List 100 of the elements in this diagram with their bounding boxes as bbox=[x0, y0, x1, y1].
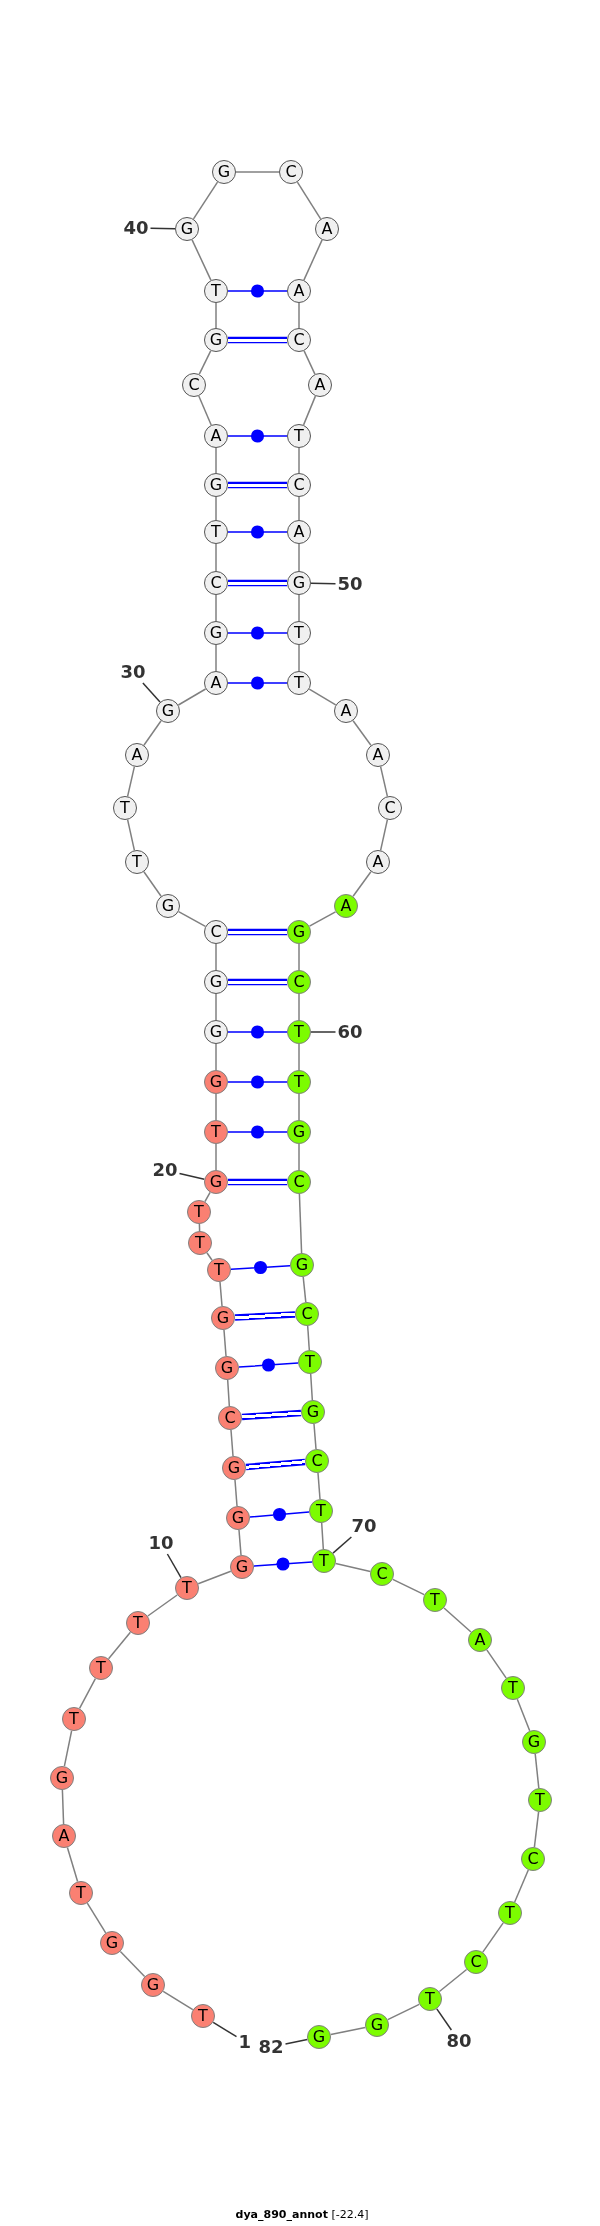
backbone-line bbox=[513, 1869, 530, 1903]
nucleotide-circle: T bbox=[175, 1576, 199, 1600]
position-number: 20 bbox=[152, 1161, 178, 1179]
backbone-line bbox=[482, 1922, 504, 1953]
backbone-line bbox=[215, 496, 217, 521]
nucleotide-circle: T bbox=[62, 1707, 86, 1731]
nucleotide-circle: A bbox=[204, 671, 228, 695]
nucleotide-circle: C bbox=[521, 1847, 545, 1871]
backbone-line bbox=[298, 943, 300, 971]
nucleotide-circle: T bbox=[126, 1611, 150, 1635]
nucleotide-circle: C bbox=[279, 160, 303, 184]
nucleotide-circle: C bbox=[218, 1406, 242, 1430]
backbone-line bbox=[147, 1594, 178, 1617]
nucleotide-circle: C bbox=[204, 920, 228, 944]
nucleotide-circle: C bbox=[464, 1950, 488, 1974]
nucleotide-circle: T bbox=[423, 1588, 447, 1612]
leader-line bbox=[284, 2038, 309, 2045]
position-number: 80 bbox=[446, 2032, 472, 2050]
backbone-line bbox=[219, 1281, 223, 1307]
leader-line bbox=[332, 1536, 353, 1554]
nucleotide-circle: G bbox=[204, 473, 228, 497]
nucleotide-circle: A bbox=[287, 520, 311, 544]
backbone-line bbox=[234, 1479, 238, 1507]
nucleotide-circle: T bbox=[113, 796, 137, 820]
nucleotide-circle: T bbox=[207, 1258, 231, 1282]
nucleotide-circle: G bbox=[204, 1020, 228, 1044]
nucleotide-circle: G bbox=[204, 1170, 228, 1194]
backbone-line bbox=[126, 818, 136, 852]
base-pair-line bbox=[228, 978, 287, 986]
nucleotide-circle: G bbox=[287, 920, 311, 944]
backbone-line bbox=[107, 1631, 132, 1660]
base-pair-line bbox=[227, 1075, 288, 1089]
backbone-line bbox=[443, 1607, 472, 1633]
leader-line bbox=[212, 2021, 238, 2038]
nucleotide-circle: T bbox=[204, 279, 228, 303]
backbone-line bbox=[162, 1990, 194, 2011]
backbone-line bbox=[119, 1950, 146, 1978]
leader-line bbox=[166, 1553, 182, 1579]
base-pair-line bbox=[249, 1507, 310, 1522]
backbone-line bbox=[215, 594, 217, 622]
backbone-line bbox=[379, 765, 389, 798]
base-pair-line bbox=[241, 1409, 302, 1421]
backbone-line bbox=[235, 171, 280, 173]
backbone-line bbox=[198, 350, 212, 375]
backbone-line bbox=[215, 302, 217, 329]
nucleotide-circle: T bbox=[312, 1549, 336, 1573]
nucleotide-circle: T bbox=[528, 1788, 552, 1812]
nucleotide-circle: G bbox=[365, 2013, 389, 2037]
nucleotide-circle: G bbox=[287, 1120, 311, 1144]
backbone-line bbox=[78, 1677, 97, 1710]
nucleotide-circle: G bbox=[212, 160, 236, 184]
backbone-line bbox=[296, 181, 322, 220]
backbone-line bbox=[298, 302, 300, 329]
backbone-line bbox=[215, 447, 217, 474]
backbone-line bbox=[334, 1562, 372, 1573]
nucleotide-circle: G bbox=[175, 217, 199, 241]
nucleotide-circle: G bbox=[290, 1253, 314, 1277]
nucleotide-circle: C bbox=[305, 1449, 329, 1473]
position-number: 60 bbox=[337, 1023, 363, 1041]
base-pair-line bbox=[238, 1358, 299, 1372]
leader-line bbox=[178, 1172, 206, 1181]
nucleotide-circle: T bbox=[69, 1881, 93, 1905]
backbone-line bbox=[215, 644, 217, 672]
nucleotide-circle: A bbox=[125, 743, 149, 767]
backbone-line bbox=[206, 1252, 213, 1261]
backbone-line bbox=[352, 870, 372, 898]
backbone-line bbox=[306, 1325, 311, 1351]
backbone-line bbox=[534, 1753, 540, 1789]
nucleotide-circle: T bbox=[501, 1676, 525, 1700]
backbone-line bbox=[230, 1429, 234, 1457]
backbone-line bbox=[298, 1043, 300, 1071]
nucleotide-circle: G bbox=[204, 328, 228, 352]
nucleotide-circle: A bbox=[468, 1628, 492, 1652]
nucleotide-circle: G bbox=[204, 1070, 228, 1094]
nucleotide-circle: G bbox=[211, 1306, 235, 1330]
position-number: 1 bbox=[238, 2033, 252, 2051]
nucleotide-circle: G bbox=[156, 699, 180, 723]
nucleotide-circle: C bbox=[378, 796, 402, 820]
nucleotide-circle: C bbox=[287, 1170, 311, 1194]
nucleotide-circle: G bbox=[287, 571, 311, 595]
nucleotide-circle: T bbox=[287, 621, 311, 645]
base-pair-line bbox=[227, 1125, 288, 1139]
leader-line bbox=[310, 1031, 337, 1033]
base-pair-line bbox=[234, 1311, 296, 1321]
leader-line bbox=[310, 582, 337, 585]
backbone-line bbox=[392, 1578, 425, 1596]
backbone-line bbox=[191, 239, 212, 281]
nucleotide-circle: C bbox=[204, 571, 228, 595]
backbone-line bbox=[302, 1276, 307, 1303]
leader-line bbox=[436, 2008, 453, 2031]
base-pair-line bbox=[245, 1458, 306, 1471]
backbone-line bbox=[298, 447, 300, 474]
leader-line bbox=[149, 227, 176, 230]
nucleotide-circle: T bbox=[188, 1231, 212, 1255]
nucleotide-circle: G bbox=[50, 1766, 74, 1790]
backbone-line bbox=[298, 644, 300, 672]
nucleotide-circle: G bbox=[222, 1456, 246, 1480]
nucleotide-circle: A bbox=[308, 373, 332, 397]
backbone-line bbox=[215, 1093, 217, 1121]
nucleotide-circle: C bbox=[287, 473, 311, 497]
